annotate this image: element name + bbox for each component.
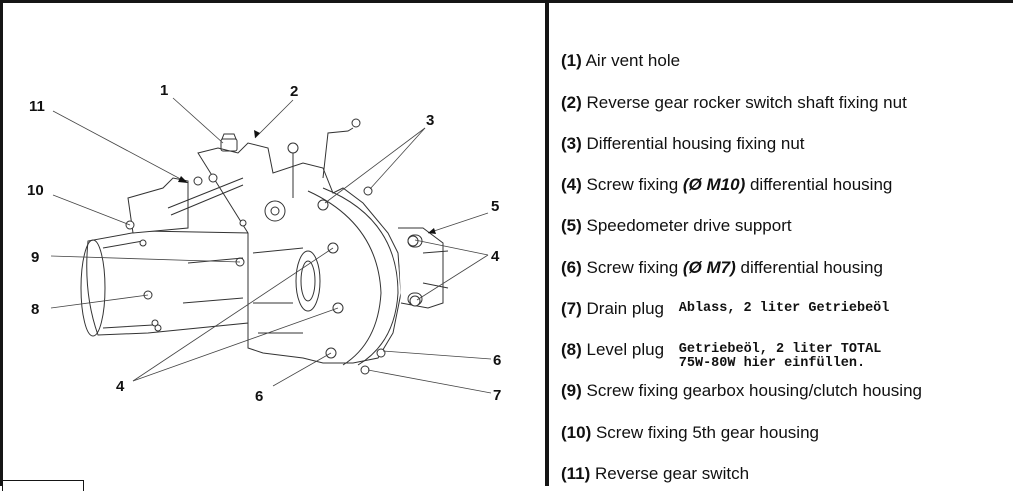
legend-item-5: (5) Speedometer drive support xyxy=(561,216,792,236)
note-line-2: 75W-80W hier einfüllen. xyxy=(678,356,866,371)
leader-lines xyxy=(50,97,492,394)
gearbox-body xyxy=(80,118,449,375)
legend-num: (1) xyxy=(561,51,582,70)
callout-6-right: 6 xyxy=(493,352,501,369)
callout-9: 9 xyxy=(31,249,39,266)
legend-item-2: (2) Reverse gear rocker switch shaft fix… xyxy=(561,93,907,113)
legend-item-11: (11) Reverse gear switch xyxy=(561,464,749,484)
legend-text: Air vent hole xyxy=(585,51,681,70)
handwritten-note-level: Getriebeöl, 2 liter TOTAL 75W-80W hier e… xyxy=(679,340,882,371)
leader-arrowheads xyxy=(178,130,436,234)
legend-item-10: (10) Screw fixing 5th gear housing xyxy=(561,423,819,443)
legend-text: Reverse gear rocker switch shaft fixing … xyxy=(586,93,907,112)
legend-num: (8) xyxy=(561,340,582,359)
legend-num: (4) xyxy=(561,175,582,194)
note-line-1: Getriebeöl, 2 liter TOTAL xyxy=(678,342,882,357)
legend-text: Screw fixing xyxy=(586,175,683,194)
legend-item-6: (6) Screw fixing (Ø M7) differential hou… xyxy=(561,258,883,278)
legend-item-7: (7) Drain plug Ablass, 2 liter Getriebeö… xyxy=(561,299,889,319)
legend-item-9: (9) Screw fixing gearbox housing/clutch … xyxy=(561,381,922,401)
legend-num: (6) xyxy=(561,258,582,277)
frame-left-border xyxy=(0,0,3,486)
legend-num: (5) xyxy=(561,216,582,235)
callout-4-bottom: 4 xyxy=(116,378,125,395)
legend-item-3: (3) Differential housing fixing nut xyxy=(561,134,805,154)
callout-1: 1 xyxy=(160,82,168,99)
callout-3: 3 xyxy=(426,112,434,129)
legend-text: Reverse gear switch xyxy=(595,464,750,483)
handwritten-note-drain: Ablass, 2 liter Getriebeöl xyxy=(678,301,890,316)
legend-text: Screw fixing 5th gear housing xyxy=(595,423,819,442)
legend-text: differential housing xyxy=(745,175,893,194)
legend-spec: (Ø M7) xyxy=(682,258,736,277)
callout-8: 8 xyxy=(31,301,39,318)
legend-num: (9) xyxy=(561,381,582,400)
frame-divider xyxy=(545,0,549,486)
gearbox-drawing: 1 2 3 4 5 4 6 7 6 8 9 10 11 xyxy=(27,82,501,405)
legend-item-1: (1) Air vent hole xyxy=(561,51,680,71)
legend-num: (10) xyxy=(561,423,592,442)
legend-text: Differential housing fixing nut xyxy=(586,134,805,153)
callout-2: 2 xyxy=(290,83,298,100)
legend-num: (3) xyxy=(561,134,582,153)
legend-text: Screw fixing gearbox housing/clutch hous… xyxy=(586,381,922,400)
legend-text: Drain plug xyxy=(586,299,665,318)
callout-7: 7 xyxy=(493,387,501,404)
callout-5: 5 xyxy=(491,198,499,215)
legend-num: (2) xyxy=(561,93,582,112)
frame-top-border xyxy=(0,0,1013,3)
callout-6-bottom: 6 xyxy=(255,388,263,405)
callout-11: 11 xyxy=(29,98,45,115)
callout-10: 10 xyxy=(27,182,44,199)
legend-text: Screw fixing xyxy=(586,258,683,277)
legend-item-8: (8) Level plug Getriebeöl, 2 liter TOTAL… xyxy=(561,340,881,371)
legend-text: differential housing xyxy=(735,258,883,277)
legend-num: (7) xyxy=(561,299,582,318)
legend-text: Speedometer drive support xyxy=(586,216,792,235)
legend-spec: (Ø M10) xyxy=(682,175,746,194)
legend-num: (11) xyxy=(561,464,591,483)
callout-4-right: 4 xyxy=(491,248,500,265)
legend-text: Level plug xyxy=(586,340,665,359)
gearbox-figure: 1 2 3 4 5 4 6 7 6 8 9 10 11 xyxy=(3,3,545,486)
legend-item-4: (4) Screw fixing (Ø M10) differential ho… xyxy=(561,175,892,195)
